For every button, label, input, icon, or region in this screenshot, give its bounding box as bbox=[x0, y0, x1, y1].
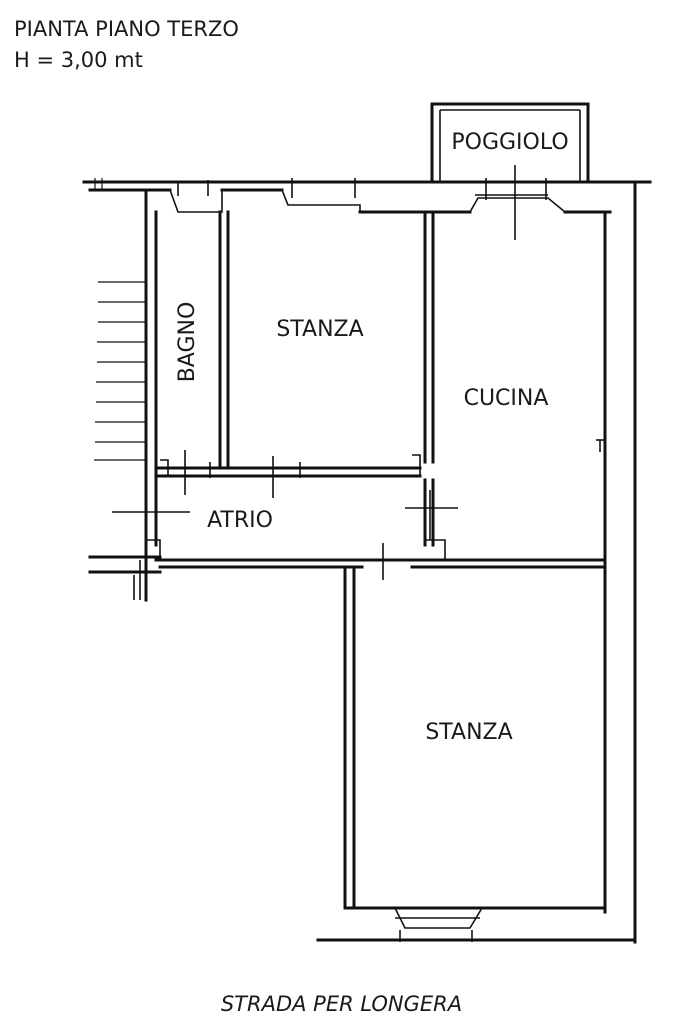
plan-title: PIANTA PIANO TERZO bbox=[14, 17, 239, 41]
label-atrio: ATRIO bbox=[207, 508, 273, 533]
street-label: STRADA PER LONGERA bbox=[220, 992, 463, 1016]
bottom-wall bbox=[316, 907, 637, 942]
right-wall bbox=[596, 180, 637, 944]
label-poggiolo: POGGIOLO bbox=[451, 130, 568, 155]
height-note: H = 3,00 mt bbox=[14, 48, 143, 72]
left-wall bbox=[88, 188, 190, 602]
label-stanza-upper: STANZA bbox=[276, 317, 363, 342]
kitchen-partition bbox=[423, 210, 435, 464]
atrio-top-wall bbox=[154, 450, 422, 498]
lower-room-walls bbox=[343, 565, 607, 910]
stair-treads bbox=[94, 281, 146, 461]
label-stanza-lower: STANZA bbox=[425, 720, 512, 745]
label-bagno: BAGNO bbox=[175, 302, 200, 383]
title-block: PIANTA PIANO TERZO H = 3,00 mt bbox=[14, 14, 239, 76]
middle-wall bbox=[146, 539, 607, 580]
balcony-door bbox=[475, 165, 548, 240]
atrio-right-door bbox=[405, 478, 458, 560]
top-wall bbox=[82, 178, 652, 214]
label-cucina: CUCINA bbox=[464, 386, 549, 411]
bathroom-walls bbox=[218, 210, 230, 470]
balcony-outline bbox=[430, 102, 590, 184]
